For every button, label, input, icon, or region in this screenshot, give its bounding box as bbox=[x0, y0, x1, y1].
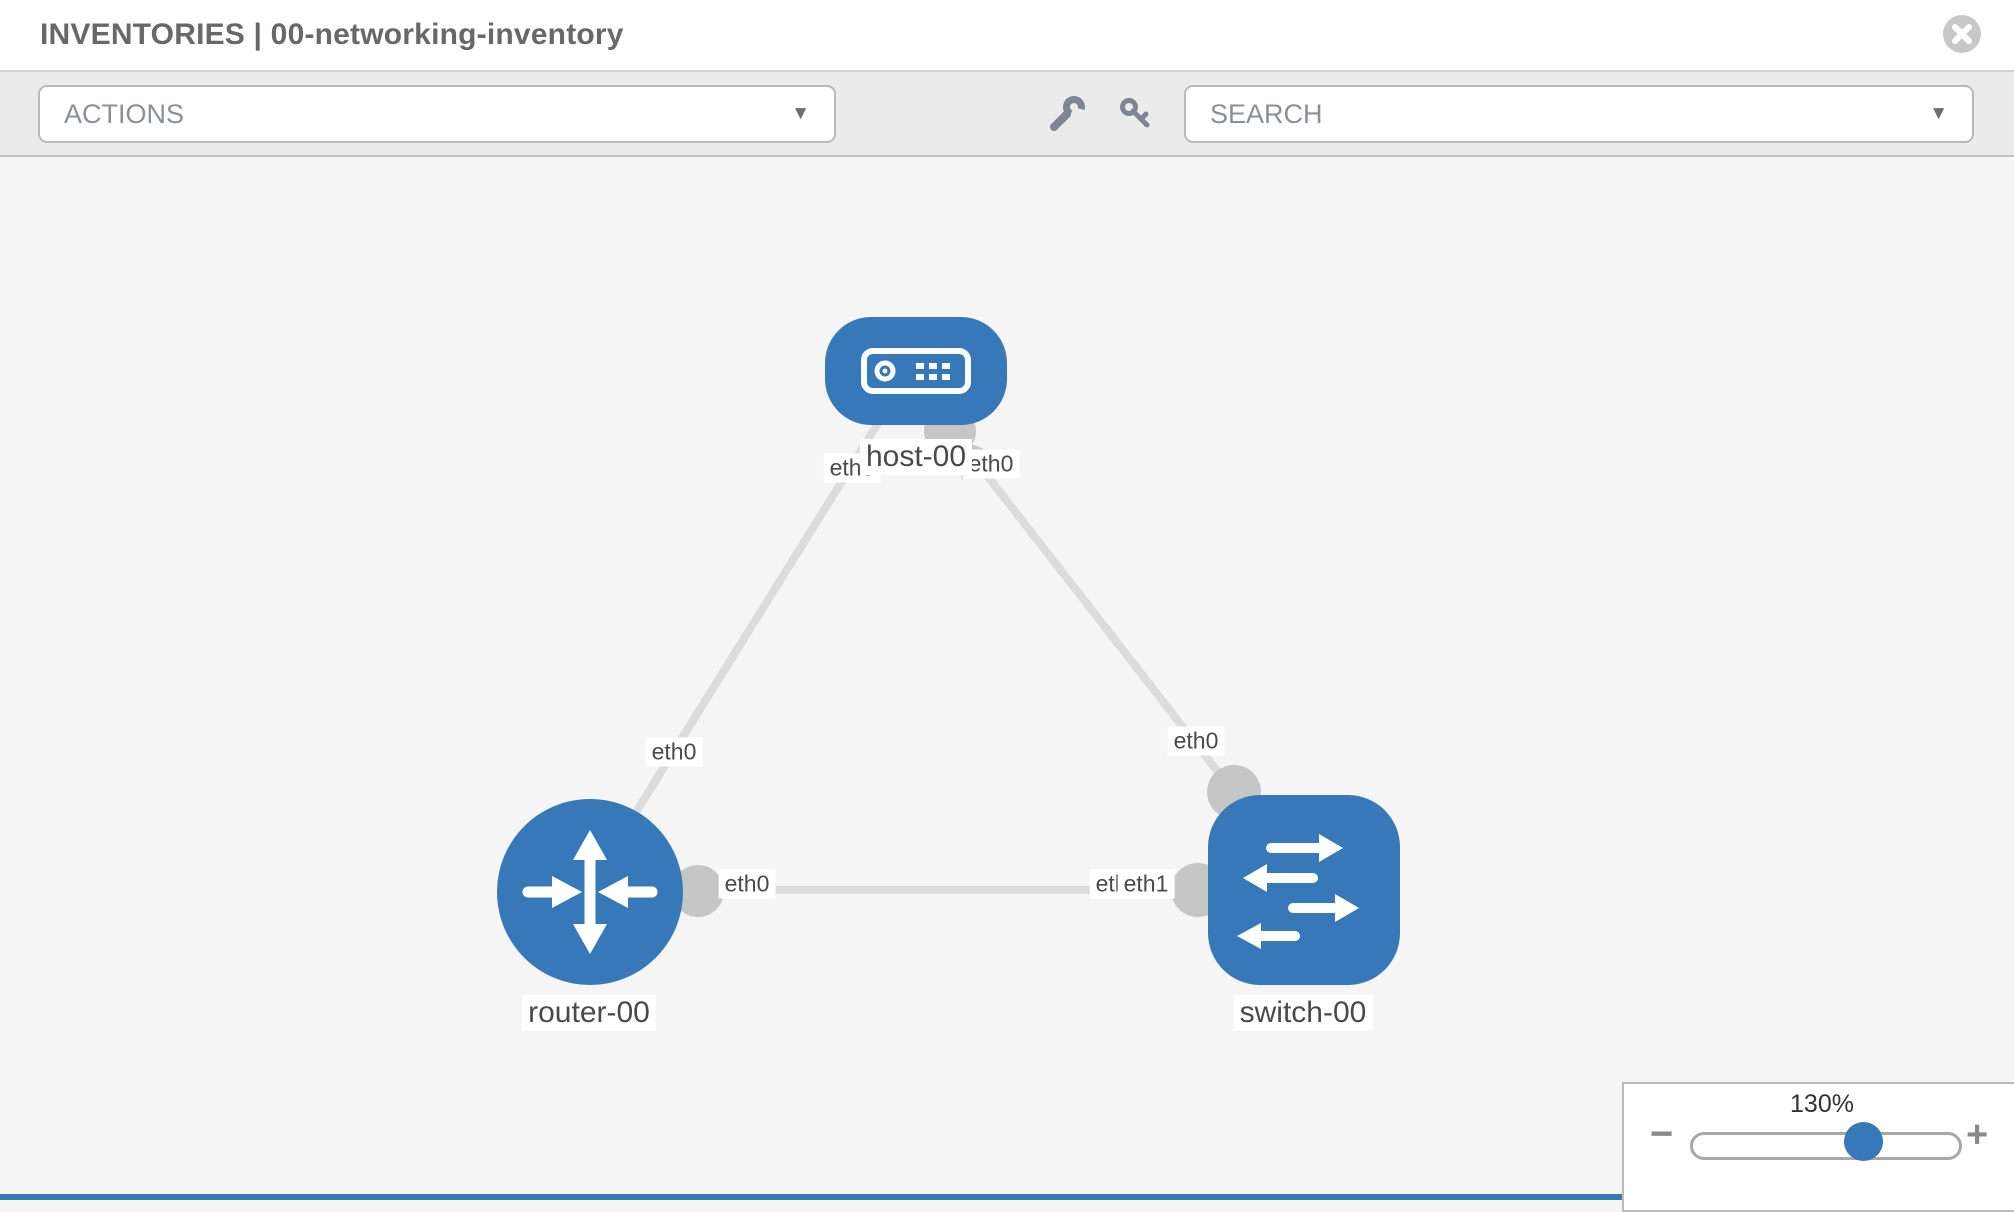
router-icon bbox=[522, 830, 658, 954]
if-label-switch-top: eth0 bbox=[1167, 726, 1225, 756]
switch-icon bbox=[1237, 834, 1359, 949]
chevron-down-icon: ▼ bbox=[1929, 103, 1948, 124]
if-label-router-top: eth0 bbox=[645, 737, 703, 767]
search-dropdown-label: SEARCH bbox=[1210, 98, 1323, 129]
wrench-icon bbox=[1050, 96, 1085, 131]
node-router-00[interactable] bbox=[497, 799, 683, 985]
node-label-switch-00[interactable]: switch-00 bbox=[1233, 995, 1373, 1031]
node-label-host-00[interactable]: host-00 bbox=[859, 439, 973, 475]
zoom-percentage: 130% bbox=[1790, 1090, 1854, 1118]
zoom-slider-track[interactable] bbox=[1690, 1132, 1962, 1160]
node-label-router-00[interactable]: router-00 bbox=[522, 995, 656, 1031]
close-icon bbox=[1943, 15, 1981, 53]
toolbar: ACTIONS ▼ SEARCH ▼ bbox=[0, 72, 2014, 157]
interface-dot-router[interactable] bbox=[672, 865, 724, 917]
zoom-panel: 130% − + bbox=[1622, 1082, 2014, 1212]
zoom-slider-knob[interactable] bbox=[1844, 1122, 1883, 1161]
zoom-in-button[interactable]: + bbox=[1966, 1114, 1989, 1156]
bottom-accent-bar bbox=[0, 1194, 2014, 1200]
header: INVENTORIES | 00-networking-inventory bbox=[0, 0, 2014, 72]
link-host-router[interactable] bbox=[596, 417, 884, 873]
page-title: INVENTORIES | 00-networking-inventory bbox=[40, 18, 624, 51]
link-host-switch[interactable] bbox=[946, 425, 1264, 829]
if-label-mid-front: eth1 bbox=[1117, 869, 1175, 899]
key-icon bbox=[1120, 98, 1150, 128]
zoom-out-button[interactable]: − bbox=[1650, 1112, 1674, 1156]
node-host-00[interactable] bbox=[825, 317, 1007, 425]
credentials-button[interactable] bbox=[1118, 97, 1154, 138]
close-button[interactable] bbox=[1942, 14, 1982, 54]
node-switch-00[interactable] bbox=[1208, 795, 1400, 985]
chevron-down-icon: ▼ bbox=[791, 103, 810, 124]
configure-button[interactable] bbox=[1048, 96, 1088, 137]
if-label-host-right: eth0 bbox=[962, 449, 1020, 479]
host-icon bbox=[861, 348, 971, 394]
actions-dropdown[interactable]: ACTIONS ▼ bbox=[38, 85, 836, 143]
actions-dropdown-label: ACTIONS bbox=[64, 98, 185, 129]
search-dropdown[interactable]: SEARCH ▼ bbox=[1184, 85, 1974, 143]
if-label-mid-left: eth0 bbox=[718, 869, 776, 899]
